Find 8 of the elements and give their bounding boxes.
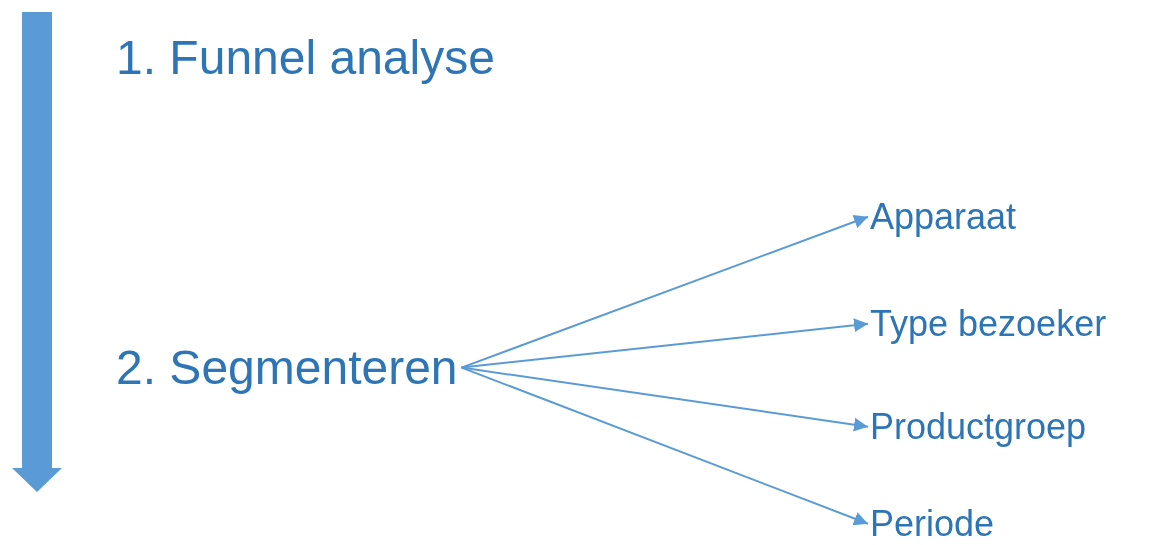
segment-label: Periode [870, 503, 995, 545]
step-heading: 2. Segmenteren [116, 340, 458, 396]
arrow [460, 366, 869, 526]
segment-label: Apparaat [870, 196, 1017, 238]
arrow [460, 318, 869, 369]
step-heading: 1. Funnel analyse [116, 30, 495, 86]
segment-label: Type bezoeker [870, 303, 1107, 345]
segment-label: Productgroep [870, 406, 1087, 448]
